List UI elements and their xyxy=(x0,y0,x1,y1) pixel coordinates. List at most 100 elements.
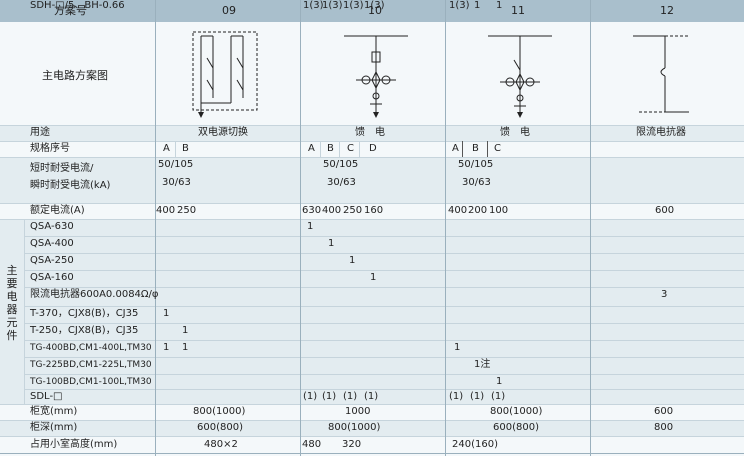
width-label: 柜宽(mm) xyxy=(30,406,78,417)
short-09-v2: 30/63 xyxy=(162,177,191,188)
short-11-v1: 50/105 xyxy=(458,159,494,170)
diagram-11 xyxy=(488,35,552,118)
component-mark: 1 xyxy=(182,342,189,353)
component-mark: 1(3) xyxy=(343,0,364,11)
component-mark: 1(3) xyxy=(303,0,324,11)
component-mark: (1) xyxy=(364,391,379,402)
diagram-10 xyxy=(344,35,408,118)
component-mark: 1注 xyxy=(474,359,491,370)
short-11-v2: 30/63 xyxy=(462,177,491,188)
spec-label: 规格序号 xyxy=(30,143,70,154)
spec-10a: A xyxy=(308,143,315,154)
component-label: SDH-□/5、BH-0.66 xyxy=(30,0,125,11)
component-mark: 1(3) xyxy=(449,0,470,11)
spec-11c: C xyxy=(494,143,501,154)
rated-09b: 250 xyxy=(177,205,197,216)
height-09: 480×2 xyxy=(204,439,238,450)
component-label: 限流电抗器600A0.0084Ω/φ xyxy=(30,289,159,300)
diagram-row xyxy=(0,22,744,125)
rated-10a: 630 xyxy=(302,205,322,216)
component-mark: 1 xyxy=(328,238,335,249)
spec-10b: B xyxy=(327,143,334,154)
spec-11a: A xyxy=(452,143,459,154)
short-10-v2: 30/63 xyxy=(327,177,356,188)
rated-label: 额定电流(A) xyxy=(30,205,85,216)
component-label: TG-400BD,CM1-400L,TM30 xyxy=(30,343,152,353)
usage-10: 馈 电 xyxy=(355,127,385,138)
component-label: QSA-630 xyxy=(30,221,74,232)
usage-09: 双电源切换 xyxy=(198,127,248,138)
main-components-label: 主要电器元件 xyxy=(6,264,18,342)
diagram-label: 主电路方案图 xyxy=(42,69,108,82)
component-label: T-250，CJX8(B)，CJ35 xyxy=(30,325,139,336)
diagram-09 xyxy=(192,31,258,118)
short-label-2: 瞬时耐受电流(kA) xyxy=(30,180,111,191)
short-09-v1: 50/105 xyxy=(158,159,194,170)
component-label: TG-100BD,CM1-100L,TM30 xyxy=(30,377,152,387)
header-scheme-no: 方案号 xyxy=(54,4,87,17)
component-mark: 1 xyxy=(163,308,170,319)
usage-label: 用途 xyxy=(30,127,50,138)
spec-10d: D xyxy=(369,143,377,154)
component-mark: 3 xyxy=(661,289,668,300)
header-col-09: 09 xyxy=(222,4,236,17)
usage-12: 限流电抗器 xyxy=(636,127,686,138)
component-mark: 1 xyxy=(349,255,356,266)
component-mark: (1) xyxy=(449,391,464,402)
depth-label: 柜深(mm) xyxy=(30,422,78,433)
component-mark: 1 xyxy=(454,342,461,353)
rated-11c: 100 xyxy=(489,205,509,216)
height-10a: 480 xyxy=(302,439,322,450)
component-mark: 1 xyxy=(370,272,377,283)
spec-11b: B xyxy=(472,143,479,154)
component-mark: 1(3) xyxy=(364,0,385,11)
depth-10: 800(1000) xyxy=(328,422,381,433)
diagram-12 xyxy=(633,35,689,113)
depth-12: 800 xyxy=(654,422,674,433)
header-col-12: 12 xyxy=(660,4,674,17)
component-mark: (1) xyxy=(491,391,506,402)
height-11: 240(160) xyxy=(452,439,498,450)
short-10-v1: 50/105 xyxy=(323,159,359,170)
component-label: TG-225BD,CM1-225L,TM30 xyxy=(30,360,152,370)
usage-11: 馈 电 xyxy=(500,127,530,138)
component-label: SDL-□ xyxy=(30,391,63,402)
component-mark: 1 xyxy=(182,325,189,336)
component-label: T-370，CJX8(B)，CJ35 xyxy=(30,308,139,319)
rated-10c: 250 xyxy=(343,205,363,216)
rated-12: 600 xyxy=(655,205,675,216)
component-mark: (1) xyxy=(303,391,318,402)
width-12: 600 xyxy=(654,406,674,417)
header-col-10: 10 xyxy=(368,4,382,17)
component-mark: 1 xyxy=(163,342,170,353)
component-mark: 1(3) xyxy=(322,0,343,11)
depth-11: 600(800) xyxy=(493,422,539,433)
rated-11a: 400 xyxy=(448,205,468,216)
width-09: 800(1000) xyxy=(193,406,246,417)
rated-10d: 160 xyxy=(364,205,384,216)
spec-10c: C xyxy=(347,143,354,154)
rated-10b: 400 xyxy=(322,205,342,216)
spec-09b: B xyxy=(182,143,189,154)
rated-11b: 200 xyxy=(468,205,488,216)
width-10: 1000 xyxy=(345,406,371,417)
header-col-11: 11 xyxy=(511,4,525,17)
component-mark: (1) xyxy=(343,391,358,402)
width-11: 800(1000) xyxy=(490,406,543,417)
component-mark: 1 xyxy=(474,0,481,11)
component-label: QSA-400 xyxy=(30,238,74,249)
component-label: QSA-250 xyxy=(30,255,74,266)
depth-09: 600(800) xyxy=(197,422,243,433)
short-label-1: 短时耐受电流/ xyxy=(30,163,94,174)
component-label: QSA-160 xyxy=(30,272,74,283)
component-mark: 1 xyxy=(496,376,503,387)
spec-09a: A xyxy=(163,143,170,154)
table-header xyxy=(0,0,744,22)
component-mark: 1 xyxy=(496,0,503,11)
component-mark: 1 xyxy=(307,221,314,232)
component-mark: (1) xyxy=(322,391,337,402)
height-10b: 320 xyxy=(342,439,362,450)
component-mark: (1) xyxy=(470,391,485,402)
height-label: 占用小室高度(mm) xyxy=(30,439,118,450)
